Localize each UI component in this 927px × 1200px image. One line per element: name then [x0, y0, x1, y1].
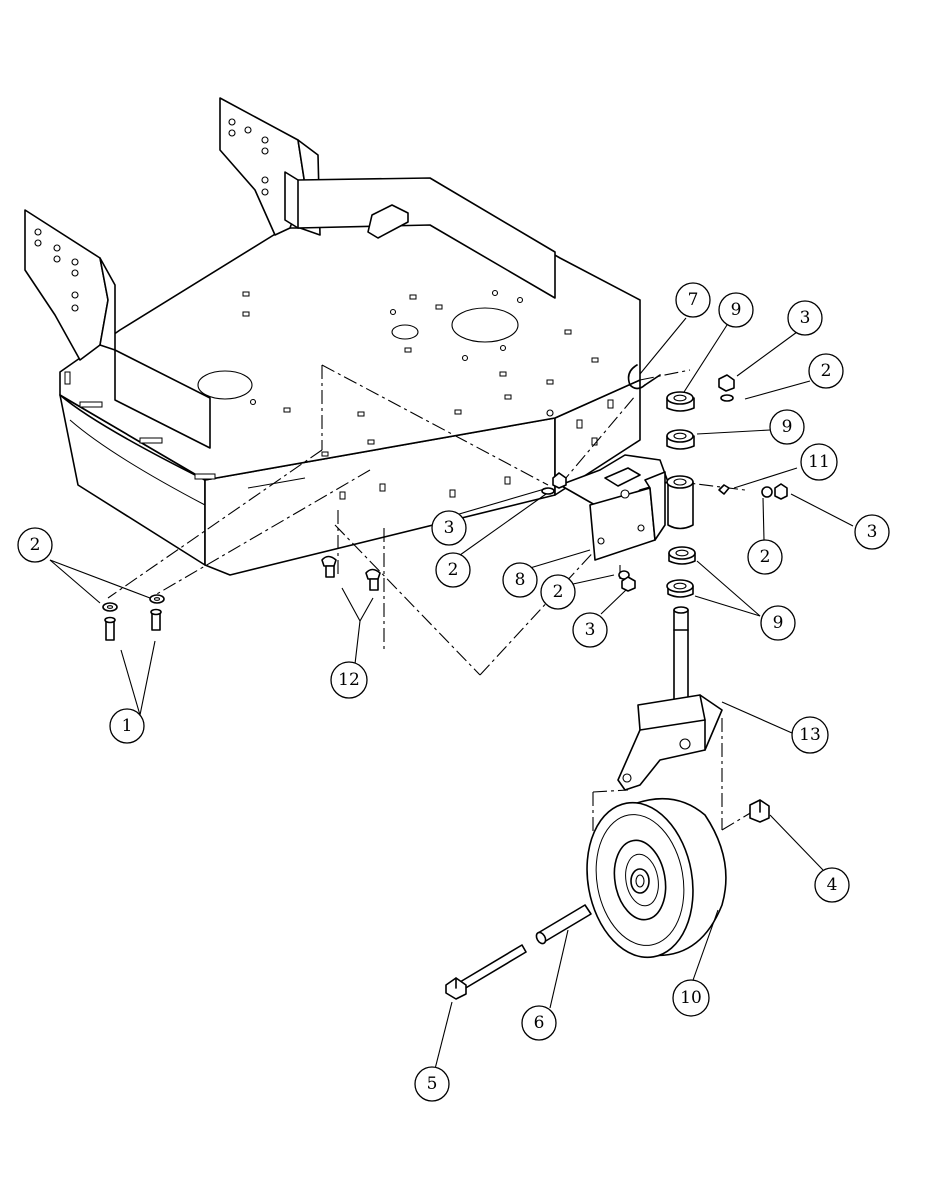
callout-5: 5: [414, 1066, 450, 1102]
caster-arm: [559, 454, 694, 561]
callout-3-deck: 3: [431, 510, 467, 546]
caster-wheel: [586, 797, 727, 959]
svg-text:2: 2: [30, 535, 41, 555]
svg-text:9: 9: [773, 613, 784, 633]
callout-3-top: 3: [787, 300, 823, 336]
svg-text:7: 7: [688, 290, 699, 310]
wheel-nut: [749, 799, 770, 823]
svg-text:13: 13: [799, 725, 821, 745]
callout-9-top: 9: [718, 292, 754, 328]
callout-12: 12: [330, 661, 368, 699]
callout-9-mid: 9: [769, 409, 805, 445]
svg-text:2: 2: [448, 560, 459, 580]
callout-1: 1: [109, 708, 145, 744]
svg-text:12: 12: [338, 670, 360, 690]
mower-deck: [24, 97, 641, 576]
hardware: [102, 364, 788, 641]
callout-7: 7: [675, 282, 711, 318]
svg-text:9: 9: [731, 300, 742, 320]
svg-text:9: 9: [782, 417, 793, 437]
callout-11: 11: [800, 443, 838, 481]
svg-text:3: 3: [444, 518, 455, 538]
callout-13: 13: [791, 716, 829, 754]
svg-text:1: 1: [122, 716, 133, 736]
svg-text:2: 2: [821, 361, 832, 381]
callout-2-right: 2: [747, 539, 783, 575]
callout-3-right: 3: [854, 514, 890, 550]
caster-fork: [617, 606, 723, 791]
deck-slots: [64, 289, 614, 500]
svg-text:3: 3: [585, 620, 596, 640]
svg-text:5: 5: [427, 1074, 438, 1094]
callout-2-deck: 2: [435, 552, 471, 588]
callout-3-arm: 3: [572, 612, 608, 648]
bushings: [666, 391, 696, 598]
axle-bolt: [445, 944, 527, 1000]
svg-text:11: 11: [808, 452, 830, 472]
svg-text:2: 2: [760, 547, 771, 567]
svg-text:4: 4: [827, 875, 838, 895]
svg-text:3: 3: [800, 308, 811, 328]
svg-text:10: 10: [680, 988, 702, 1008]
callout-4: 4: [814, 867, 850, 903]
leader-lines: [49, 317, 854, 1070]
callout-10: 10: [672, 979, 710, 1017]
callout-2-left: 2: [17, 527, 53, 563]
svg-text:2: 2: [553, 582, 564, 602]
svg-text:3: 3: [867, 522, 878, 542]
svg-text:6: 6: [534, 1013, 545, 1033]
axle-spacer: [535, 904, 592, 945]
callout-6: 6: [521, 1005, 557, 1041]
callout-2-arm: 2: [540, 574, 576, 610]
svg-text:8: 8: [515, 570, 526, 590]
callout-2-top: 2: [808, 353, 844, 389]
callout-8: 8: [502, 562, 538, 598]
callout-9-bottom: 9: [760, 605, 796, 641]
